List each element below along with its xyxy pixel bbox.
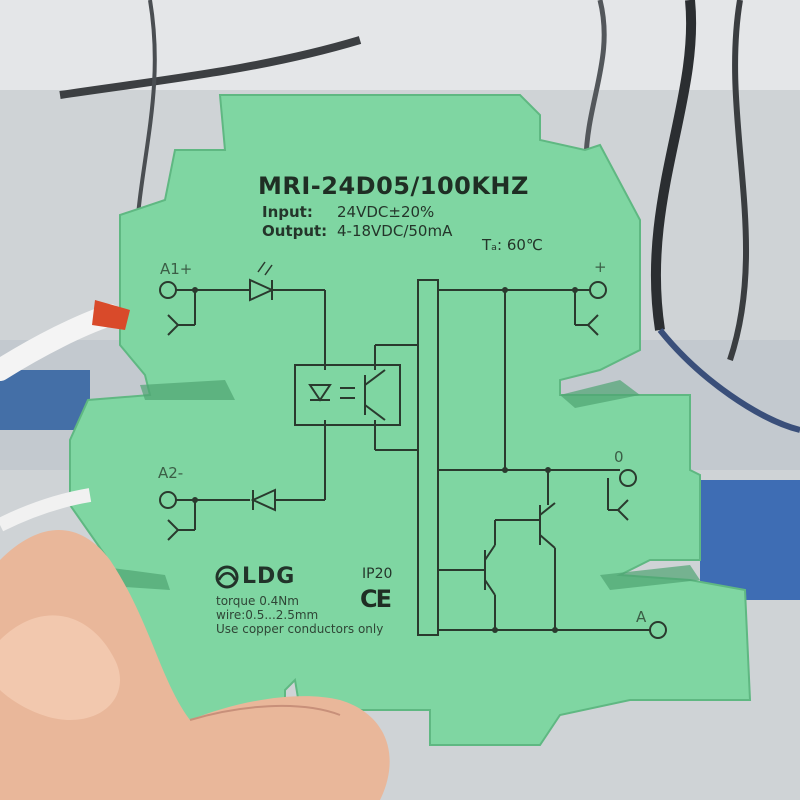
output-value: 4-18VDC/50mA	[337, 222, 453, 240]
thumb	[0, 615, 120, 720]
housing-slot	[140, 380, 235, 400]
finger-crease	[189, 704, 341, 721]
terminal-label-plus: +	[594, 258, 607, 276]
output-label: Output:	[262, 222, 328, 240]
brand-logo-text: LDG	[242, 564, 296, 589]
background-cable	[657, 328, 800, 433]
circuit-diagram	[159, 278, 667, 639]
torque-spec: torque 0.4Nm	[216, 594, 299, 608]
background-top	[0, 0, 800, 90]
ip-rating: IP20	[362, 566, 393, 582]
background-cable	[727, 0, 750, 361]
background-cable	[650, 0, 697, 331]
hand	[0, 530, 390, 800]
led-rays-icon	[257, 261, 273, 276]
terminal-label-a: A	[636, 608, 647, 626]
relay-housing	[69, 94, 752, 761]
blue-panel-left	[0, 370, 90, 430]
ldg-logo-icon	[215, 565, 239, 589]
ce-mark: CE	[360, 585, 392, 613]
copper-note: Use copper conductors only	[216, 622, 384, 636]
terminal-label-a1: A1+	[160, 260, 193, 278]
housing-slot	[600, 565, 700, 590]
input-value: 24VDC±20%	[337, 203, 435, 221]
model-number: MRI-24D05/100KHZ	[258, 172, 529, 200]
white-wire-lower	[0, 488, 92, 532]
background-cable	[59, 36, 362, 99]
housing-slot	[560, 380, 640, 408]
terminal-label-zero: 0	[614, 448, 624, 466]
red-wire-cap	[92, 300, 130, 330]
blue-panel-right	[700, 480, 800, 600]
ambient-temperature: Tₐ: 60℃	[482, 236, 543, 254]
input-label: Input:	[262, 203, 313, 221]
circuit-junctions	[192, 287, 578, 633]
terminal-label-a2: A2-	[158, 464, 184, 482]
wire-spec: wire:0.5...2.5mm	[216, 608, 319, 622]
